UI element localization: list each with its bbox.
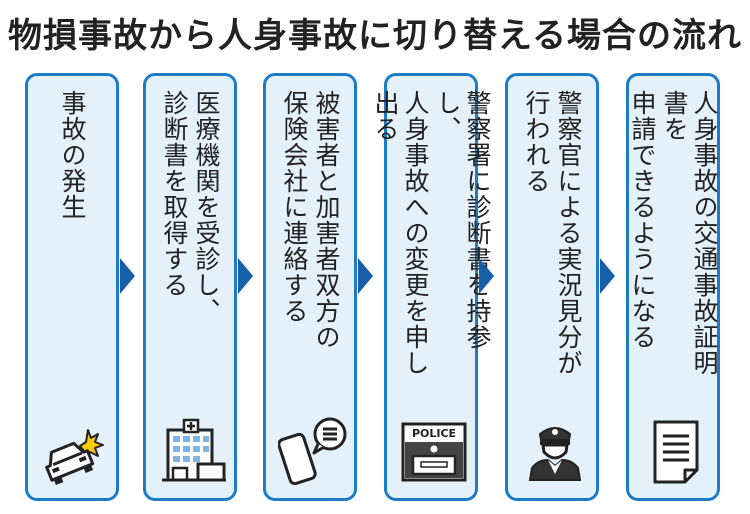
step-text-line-2: 診断書を取得する <box>160 90 189 298</box>
step-text-line-2: 申請できるようになる <box>628 90 657 350</box>
step-insurance: 被害者と加害者双方の 保険会社に連絡する <box>263 73 357 501</box>
step-text-line-1: 警察官による実況見分が <box>554 90 583 376</box>
step-text-line-1: 医療機関を受診し、 <box>192 90 221 324</box>
step-text-line-1: 警察署に診断書を持参し、 <box>433 90 492 350</box>
diagram-title: 物損事故から人身事故に切り替える場合の流れ <box>8 16 742 56</box>
step-certificate: 人身事故の交通事故証明書を 申請できるようになる <box>626 73 720 501</box>
step-inspection: 警察官による実況見分が 行われる <box>505 73 599 501</box>
step-text-line-1: 被害者と加害者双方の <box>312 90 341 350</box>
hospital-icon <box>162 418 226 482</box>
step-text-line-1: 事故の発生 <box>58 90 87 220</box>
flow-arrow-4 <box>479 258 494 294</box>
step-text-line-2: 保険会社に連絡する <box>280 90 309 324</box>
step-accident: 事故の発生 <box>25 73 119 501</box>
step-hospital: 医療機関を受診し、 診断書を取得する <box>143 73 237 501</box>
police-officer-icon <box>528 427 582 481</box>
flow-arrow-5 <box>600 258 615 294</box>
police-sign-text: POLICE <box>412 427 456 440</box>
step-text-line-2: 人身事故への変更を申し出る <box>371 90 430 376</box>
step-text-line-1: 人身事故の交通事故証明書を <box>660 90 719 376</box>
flow-arrow-3 <box>358 258 373 294</box>
smartphone-chat-icon <box>278 417 347 486</box>
car-crash-icon <box>45 429 104 486</box>
flow-arrow-2 <box>238 258 253 294</box>
flow-arrow-1 <box>120 258 135 294</box>
document-icon <box>653 420 699 484</box>
police-station-icon: POLICE <box>401 422 467 482</box>
step-police-station: 警察署に診断書を持参し、 人身事故への変更を申し出る POLICE <box>371 73 492 501</box>
step-text-line-2: 行われる <box>522 90 551 194</box>
